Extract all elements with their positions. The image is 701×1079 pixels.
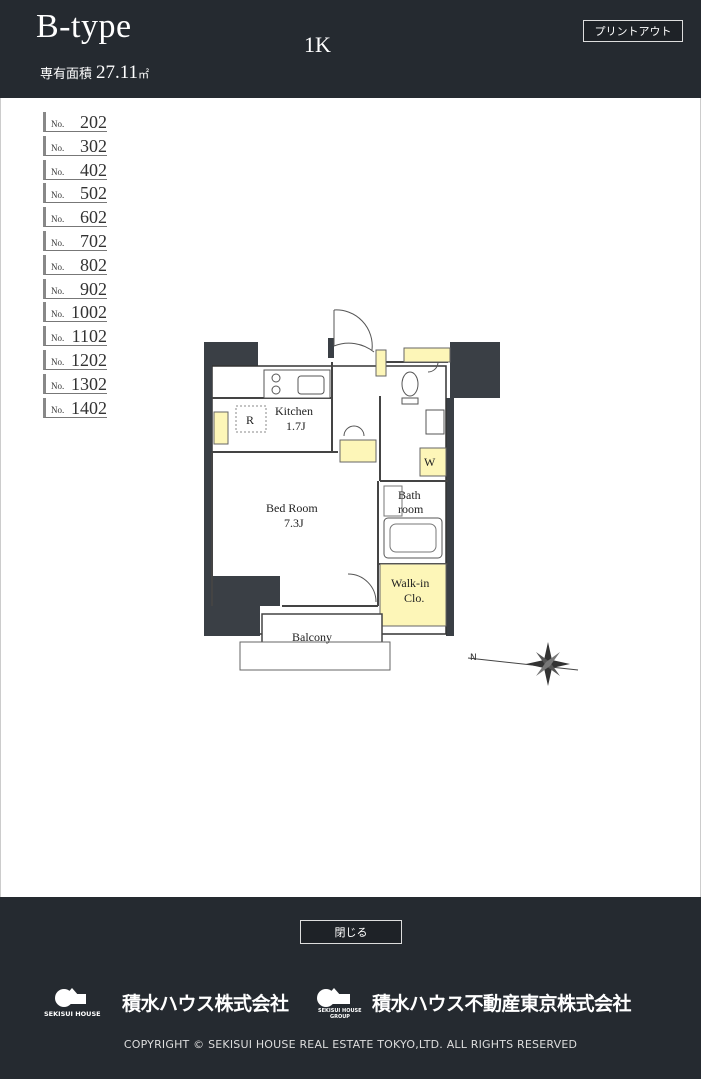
room-number: 802: [80, 254, 107, 275]
room-number: 1002: [71, 302, 107, 323]
room-prefix: No.: [51, 166, 65, 177]
brand2-line2: GROUP: [330, 1014, 350, 1020]
kitchen-size: 1.7J: [286, 419, 306, 433]
room-link-502[interactable]: No. 502: [43, 183, 107, 204]
room-link-202[interactable]: No. 202: [43, 112, 107, 132]
room-link-1102[interactable]: No. 1102: [43, 326, 107, 347]
type-title: B-type: [36, 8, 132, 45]
room-number: 1102: [71, 326, 107, 347]
walkin-label-2: Clo.: [404, 591, 424, 605]
room-prefix: No.: [51, 333, 65, 344]
footer-bar: 閉じる SEKISUI HOUSE 積水ハウス株式会社 SEKISUI HOUS…: [0, 897, 701, 1079]
compass-icon: N: [467, 642, 579, 686]
bedroom-label: Bed Room: [266, 501, 318, 515]
room-link-1302[interactable]: No. 1302: [43, 373, 107, 394]
balcony-label: Balcony: [292, 630, 332, 644]
area-unit: ㎡: [138, 68, 150, 81]
room-link-402[interactable]: No. 402: [43, 159, 107, 180]
washer-label: W: [424, 455, 436, 469]
room-prefix: No.: [51, 214, 65, 225]
kitchen-label: Kitchen: [275, 404, 313, 418]
bedroom-size: 7.3J: [284, 516, 304, 530]
balcony-area: [261, 613, 383, 645]
company2-name: 積水ハウス不動産東京株式会社: [372, 993, 632, 1015]
brand2-line1: SEKISUI HOUSE: [318, 1008, 362, 1014]
walkin-label-1: Walk-in: [391, 576, 429, 590]
room-prefix: No.: [51, 356, 65, 367]
room-link-302[interactable]: No. 302: [43, 135, 107, 156]
room-link-1402[interactable]: No. 1402: [43, 397, 107, 418]
room-prefix: No.: [51, 237, 65, 248]
copyright-text: COPYRIGHT © SEKISUI HOUSE REAL ESTATE TO…: [123, 1038, 578, 1051]
north-label: N: [470, 653, 477, 663]
room-prefix: No.: [51, 285, 65, 296]
room-number: 402: [80, 159, 107, 180]
area-value: 27.11: [96, 62, 139, 83]
room-number: 602: [80, 207, 107, 228]
room-number: 1202: [71, 349, 107, 370]
room-number: 1302: [71, 373, 107, 394]
fridge-label: R: [246, 413, 254, 427]
room-prefix: No.: [51, 309, 65, 320]
room-number: 1402: [71, 397, 107, 418]
room-link-1202[interactable]: No. 1202: [43, 349, 107, 370]
room-link-902[interactable]: No. 902: [43, 278, 107, 299]
bath-label-1: Bath: [398, 488, 421, 502]
room-prefix: No.: [51, 119, 65, 129]
print-button[interactable]: プリントアウト: [583, 20, 683, 42]
room-link-702[interactable]: No. 702: [43, 230, 107, 251]
room-prefix: No.: [51, 261, 65, 272]
room-number: 702: [80, 230, 107, 251]
sekisui-group-logo-icon: [317, 988, 350, 1007]
room-prefix: No.: [51, 380, 65, 391]
close-button[interactable]: 閉じる: [300, 920, 402, 944]
room-link-602[interactable]: No. 602: [43, 207, 107, 228]
room-number: 302: [80, 135, 107, 156]
sekisui-house-logo-icon: [55, 988, 86, 1007]
room-link-1002[interactable]: No. 1002: [43, 302, 107, 323]
room-number: 902: [80, 278, 107, 299]
company1-name: 積水ハウス株式会社: [122, 993, 289, 1015]
floor-plan: Kitchen 1.7J R W Bed Room 7.3J Bath room…: [204, 309, 579, 686]
bath-label-2: room: [398, 502, 424, 516]
room-link-802[interactable]: No. 802: [43, 254, 107, 275]
brand1-text: SEKISUI HOUSE: [44, 1010, 101, 1018]
room-prefix: No.: [51, 190, 65, 201]
room-prefix: No.: [51, 404, 65, 415]
room-prefix: No.: [51, 142, 65, 153]
area-label: 専有面積: [40, 67, 93, 82]
room-number: 202: [80, 112, 107, 132]
layout-label: 1K: [304, 32, 331, 57]
room-number: 502: [80, 183, 107, 204]
